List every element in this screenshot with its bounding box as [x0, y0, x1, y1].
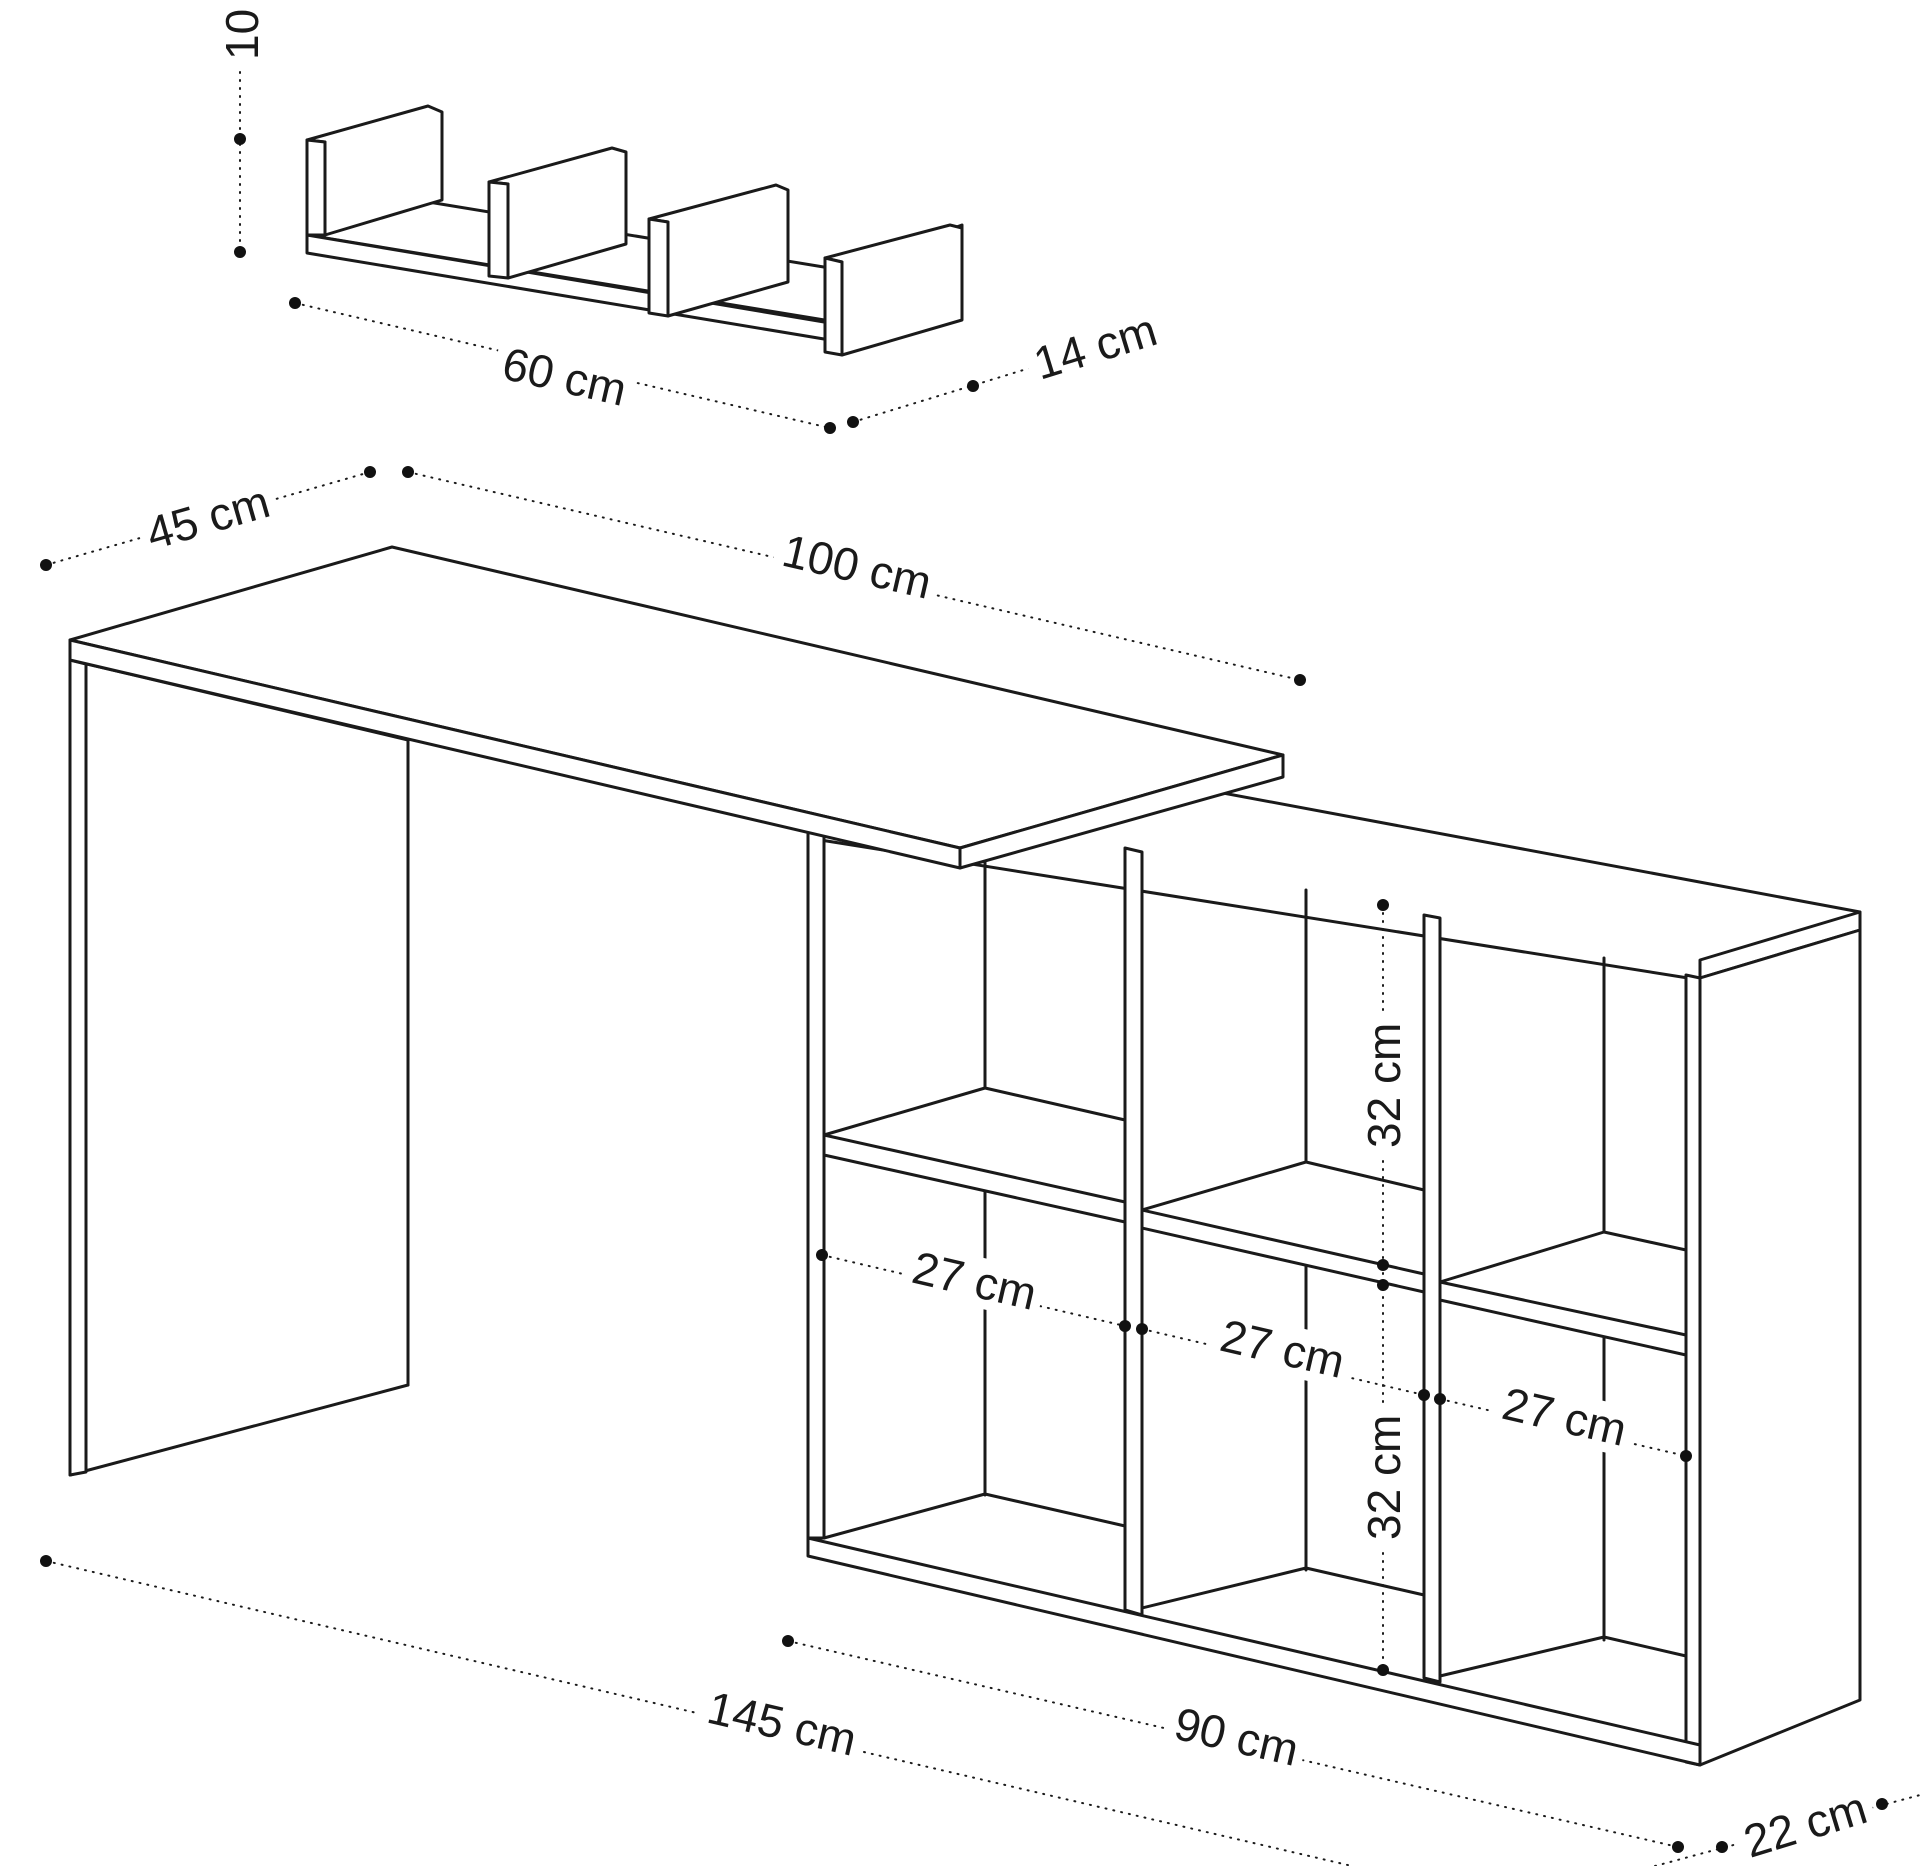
label-cell-width-3: 27 cm: [1498, 1377, 1632, 1456]
wall-shelf: [305, 104, 964, 357]
shelf-right-panel: [823, 223, 964, 357]
desk: [68, 658, 410, 1477]
label-shelf-height: 10 cm: [216, 0, 268, 60]
desk-top: [68, 545, 1285, 870]
desk-top-side-edge: [958, 753, 1285, 870]
cabinet-shelf-3: [1438, 1230, 1688, 1357]
cabinet-right-side: [1698, 928, 1862, 1767]
label-cell-height-lower: 32 cm: [1358, 1415, 1410, 1540]
label-total-length: 145 cm: [703, 1681, 862, 1766]
cabinet-shelf-2: [1140, 1160, 1426, 1294]
label-cabinet-length: 90 cm: [1170, 1697, 1304, 1776]
label-cell-width-2: 27 cm: [1216, 1309, 1350, 1388]
label-shelf-width: 60 cm: [498, 337, 632, 416]
cabinet-bottom: [806, 1536, 1702, 1767]
label-cell-width-1: 27 cm: [908, 1241, 1042, 1320]
label-desk-top-length: 100 cm: [778, 524, 937, 609]
desk-left-leg: [68, 658, 410, 1477]
label-shelf-depth: 14 cm: [1028, 303, 1163, 389]
label-cabinet-depth: 22 cm: [1738, 1781, 1873, 1866]
cabinet-partition-1: [1123, 846, 1144, 1617]
label-desk-depth: 45 cm: [140, 475, 275, 560]
label-cell-height-upper: 32 cm: [1358, 1023, 1410, 1148]
cabinet-shelf-1: [822, 1086, 1127, 1224]
cabinet-partition-2: [1422, 913, 1442, 1684]
